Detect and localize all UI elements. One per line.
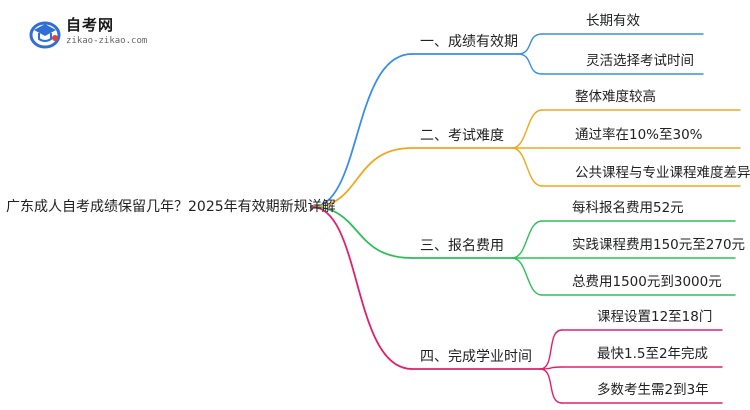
leaf-2-3: 公共课程与专业课程难度差异	[575, 165, 750, 181]
graduation-cap-icon	[29, 21, 61, 49]
branch-label-4: 四、完成学业时间	[420, 349, 532, 365]
leaf-3-2: 实践课程费用150元至270元	[572, 237, 746, 253]
leaf-1-1: 长期有效	[586, 13, 640, 29]
logo-title: 自考网	[66, 16, 115, 34]
leaf-3-3: 总费用1500元到3000元	[572, 274, 722, 290]
connector-root-branch-3	[311, 206, 413, 259]
branch-label-3: 三、报名费用	[420, 238, 504, 254]
connector-root-branch-2	[311, 147, 413, 208]
leaf-2-2: 通过率在10%至30%	[575, 127, 703, 143]
leaf-1-2: 灵活选择考试时间	[586, 53, 694, 69]
leaf-4-3: 多数考生需2到3年	[597, 382, 709, 398]
branch-label-2: 二、考试难度	[420, 128, 504, 144]
connector-branch-2-leaf-3	[511, 147, 543, 187]
connector-branch-3-leaf-3	[511, 257, 543, 296]
leaf-4-2: 最快1.5至2年完成	[597, 346, 709, 362]
root-topic: 广东成人自考成绩保留几年？2025年有效期新规详解	[6, 199, 336, 215]
connector-branch-3-leaf-1	[511, 220, 543, 259]
site-logo[interactable]: 自考网 zikao-zikao.com	[28, 12, 168, 52]
connector-root-branch-1	[311, 53, 413, 208]
connector-branch-4-leaf-3	[539, 368, 563, 404]
connector-branch-1-leaf-2	[517, 53, 543, 75]
connector-branch-1-leaf-1	[517, 33, 543, 55]
connector-branch-4-leaf-1	[539, 329, 563, 370]
connector-root-branch-4	[311, 206, 413, 370]
leaf-2-1: 整体难度较高	[575, 89, 656, 105]
logo-subtitle: zikao-zikao.com	[66, 36, 148, 46]
connector-branch-2-leaf-1	[511, 109, 543, 149]
branch-label-1: 一、成绩有效期	[420, 34, 518, 50]
leaf-3-1: 每科报名费用52元	[572, 200, 684, 216]
leaf-4-1: 课程设置12至18门	[597, 309, 713, 325]
